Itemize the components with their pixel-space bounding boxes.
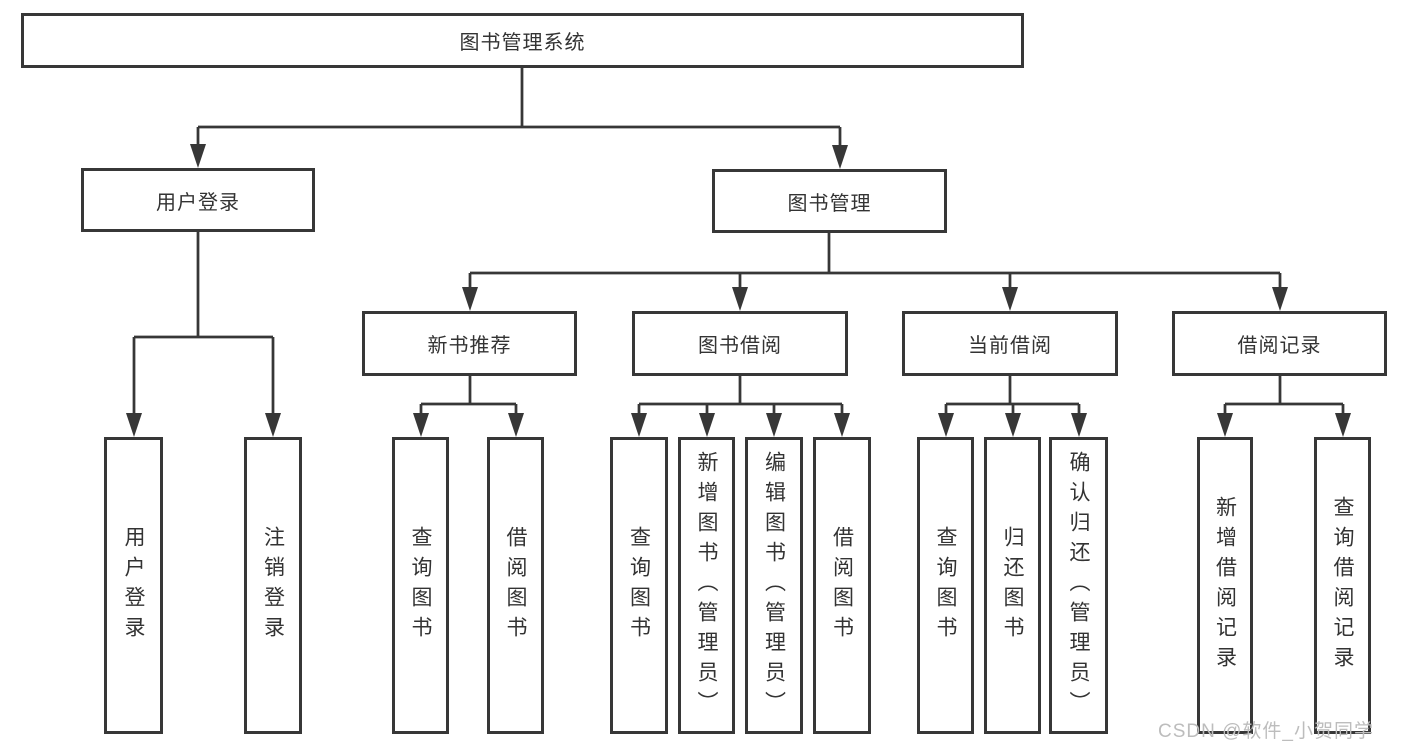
node-leaf-recommend-query-books: 查询图书: [392, 437, 449, 734]
csdn-watermark: CSDN @软件_小贺同学: [1158, 721, 1374, 742]
node-borrow-records: 借阅记录: [1172, 311, 1387, 376]
node-leaf-add-borrow-record: 新增借阅记录: [1197, 437, 1253, 734]
node-leaf-edit-books-admin: 编辑图书（管理员）: [745, 437, 803, 734]
node-book-borrow: 图书借阅: [632, 311, 848, 376]
node-leaf-query-borrow-record: 查询借阅记录: [1314, 437, 1371, 734]
node-leaf-add-books-admin: 新增图书（管理员）: [678, 437, 735, 734]
node-book-management: 图书管理: [712, 169, 947, 233]
node-book-management-label: 图书管理: [787, 192, 872, 215]
node-leaf-confirm-return-admin: 确认归还（管理员）: [1049, 437, 1108, 734]
node-user-login-label: 用户登录: [156, 191, 240, 214]
node-leaf-return-books: 归还图书: [984, 437, 1041, 734]
node-leaf-borrow-books: 借阅图书: [813, 437, 871, 734]
node-root-label: 图书管理系统: [459, 32, 586, 54]
node-leaf-logout: 注销登录: [244, 437, 302, 734]
node-leaf-current-query-books: 查询图书: [917, 437, 974, 734]
node-current-borrow: 当前借阅: [902, 311, 1118, 376]
node-leaf-recommend-borrow-books: 借阅图书: [487, 437, 544, 734]
node-leaf-borrow-query-books: 查询图书: [610, 437, 668, 734]
node-new-book-recommend: 新书推荐: [362, 311, 577, 376]
node-leaf-user-login: 用户登录: [104, 437, 163, 734]
node-root: 图书管理系统: [21, 13, 1024, 68]
node-user-login: 用户登录: [81, 168, 315, 232]
